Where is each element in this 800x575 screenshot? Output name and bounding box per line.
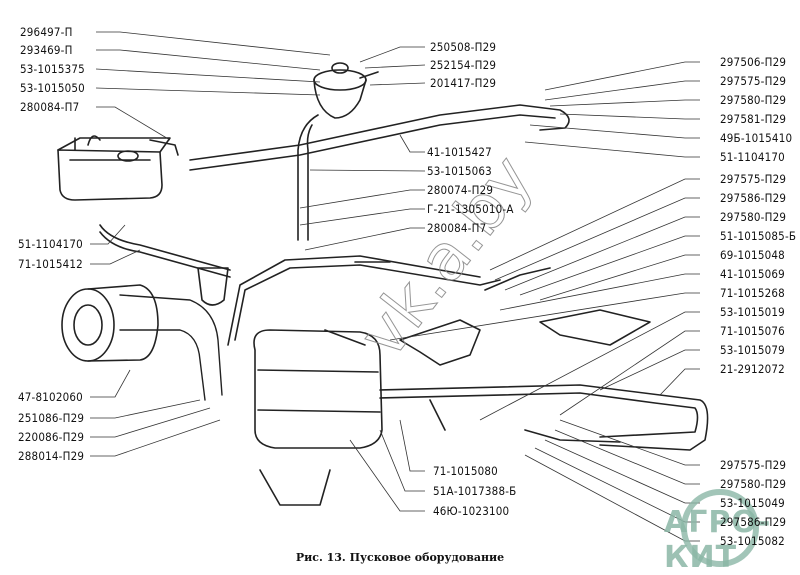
filler-cap-assembly	[297, 62, 379, 241]
part-label: 297580-П29	[720, 210, 787, 224]
part-label: 53-1015079	[720, 343, 785, 357]
part-label: 201417-П29	[430, 76, 497, 90]
part-label: 220086-П29	[18, 430, 85, 444]
part-label: 53-1015375	[20, 62, 85, 76]
part-label: 21-2912072	[720, 362, 785, 376]
part-label: 51А-1017388-Б	[433, 484, 517, 498]
connector-hoses	[324, 261, 621, 443]
part-label: Г-21-1305010-А	[427, 202, 514, 216]
part-label: 280084-П7	[20, 100, 80, 114]
part-label: 297575-П29	[720, 74, 787, 88]
leader-lines	[90, 31, 700, 542]
part-label: 71-1015412	[18, 257, 83, 271]
part-label: 296497-П	[20, 25, 73, 39]
part-label: 49Б-1015410	[720, 131, 793, 145]
part-label: 51-1015085-Б	[720, 229, 797, 243]
part-label: 293469-П	[20, 43, 73, 57]
part-label: 69-1015048	[720, 248, 785, 262]
part-label: 297581-П29	[720, 112, 787, 126]
part-label: 53-1015082	[720, 534, 785, 548]
part-label: 252154-П29	[430, 58, 497, 72]
part-label: 71-1015076	[720, 324, 785, 338]
part-label: 297580-П29	[720, 93, 787, 107]
heater-boiler	[253, 329, 383, 506]
part-label: 53-1015019	[720, 305, 785, 319]
part-label: 297575-П29	[720, 458, 787, 472]
air-hose	[119, 294, 223, 401]
figure-caption: Рис. 13. Пусковое оборудование	[295, 551, 505, 564]
part-label: 297586-П29	[720, 191, 787, 205]
part-label: 51-1104170	[18, 237, 83, 251]
part-label: 288014-П29	[18, 449, 85, 463]
expansion-tank	[57, 135, 179, 201]
part-label: 280084-П7	[427, 221, 487, 235]
part-label: 53-1015049	[720, 496, 785, 510]
part-label: 53-1015050	[20, 81, 85, 95]
part-label: 297586-П29	[720, 515, 787, 529]
fuel-filter	[197, 267, 229, 306]
fan-motor	[61, 284, 159, 362]
part-label: 297506-П29	[720, 55, 787, 69]
part-label: 46Ю-1023100	[433, 504, 510, 518]
part-label: 250508-П29	[430, 40, 497, 54]
part-label: 41-1015427	[427, 145, 492, 159]
part-label: 51-1104170	[720, 150, 785, 164]
part-label: 297580-П29	[720, 477, 787, 491]
part-label: 41-1015069	[720, 267, 785, 281]
watermark-logo-text: АГРО-КИТ	[664, 505, 772, 575]
watermark-logo-circle	[681, 489, 759, 567]
part-label: 47-8102060	[18, 390, 83, 404]
part-label: 71-1015268	[720, 286, 785, 300]
part-label: 297575-П29	[720, 172, 787, 186]
part-label: 53-1015063	[427, 164, 492, 178]
part-label: 280074-П29	[427, 183, 494, 197]
deflector-plate	[399, 309, 651, 366]
main-pipes	[99, 224, 709, 451]
top-pipe	[189, 104, 570, 171]
part-label: 251086-П29	[18, 411, 85, 425]
part-label: 71-1015080	[433, 464, 498, 478]
